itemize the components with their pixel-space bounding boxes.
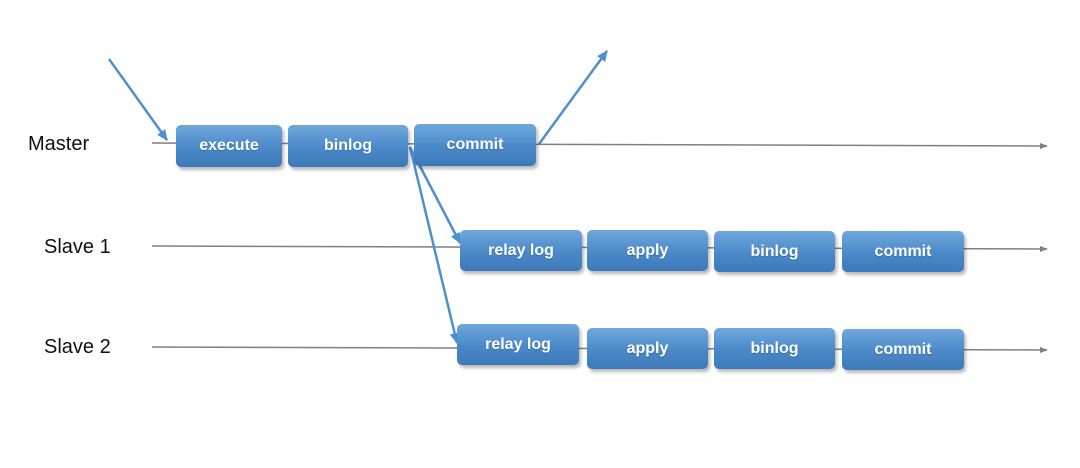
slave1-apply-step: apply bbox=[587, 230, 708, 271]
master-binlog-step: binlog bbox=[288, 125, 408, 167]
slave1-binlog-step: binlog bbox=[714, 231, 835, 272]
master-execute-step: execute bbox=[176, 125, 282, 167]
slave2-binlog-step: binlog bbox=[714, 328, 835, 369]
slave2-label: Slave 2 bbox=[44, 336, 111, 358]
slave2-commit-step: commit bbox=[842, 329, 964, 370]
slave1-relay-log-step: relay log bbox=[460, 230, 582, 271]
master-commit-step: commit bbox=[414, 124, 536, 166]
incoming-request-arrow bbox=[107, 58, 169, 141]
slave1-label: Slave 1 bbox=[44, 236, 111, 258]
slave2-relay-log-step: relay log bbox=[457, 324, 579, 365]
outgoing-response-arrow bbox=[537, 50, 609, 145]
slave1-commit-step: commit bbox=[842, 231, 964, 272]
master-label: Master bbox=[28, 133, 90, 155]
slave2-apply-step: apply bbox=[587, 328, 708, 369]
master-timeline bbox=[151, 142, 1048, 149]
binlog-to-slave2-arrow bbox=[408, 146, 460, 344]
